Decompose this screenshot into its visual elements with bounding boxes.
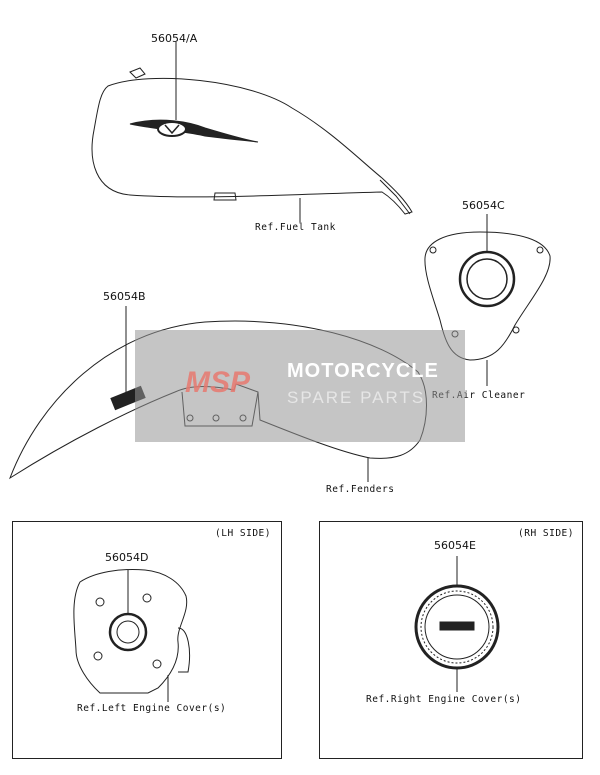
- air-cleaner-bolt-2: [536, 246, 544, 254]
- ref-left-engine-cover: Ref.Left Engine Cover(s): [77, 703, 227, 714]
- emblem-v: [164, 124, 180, 135]
- left-cover-bolt-2: [142, 593, 152, 603]
- right-cover-badge-inner: [424, 594, 490, 660]
- left-cover-bolt-4: [152, 659, 162, 669]
- emblem-wing: [129, 119, 259, 143]
- air-cleaner-bolt-4: [512, 326, 520, 334]
- part-label-56054e: 56054E: [434, 539, 476, 552]
- ref-right-engine-cover: Ref.Right Engine Cover(s): [366, 694, 522, 705]
- left-cover-side: [177, 627, 191, 673]
- ref-air-cleaner: Ref.Air Cleaner: [432, 390, 526, 401]
- fuel-tank-rear-bracket: [379, 179, 411, 215]
- left-cover-badge-inner: [116, 620, 140, 644]
- part-label-56054c: 56054C: [462, 199, 505, 212]
- watermark-logo: MSP: [185, 366, 251, 399]
- air-cleaner-bolt-1: [429, 246, 437, 254]
- lh-side-panel: (LH SIDE): [12, 521, 282, 759]
- left-cover-bolt-1: [95, 597, 105, 607]
- rh-side-panel: (RH SIDE): [319, 521, 583, 759]
- watermark-subtitle: SPARE PARTS: [287, 388, 426, 407]
- left-cover-outline: [73, 569, 188, 694]
- ref-fuel-tank: Ref.Fuel Tank: [255, 222, 336, 233]
- fuel-tank-mount: [213, 192, 237, 201]
- right-cover-badge-mid: [420, 590, 494, 664]
- air-cleaner-badge-inner: [466, 258, 508, 300]
- ref-fenders: Ref.Fenders: [326, 484, 395, 495]
- watermark-title: MOTORCYCLE: [287, 360, 439, 382]
- watermark: MSP MOTORCYCLE SPARE PARTS: [135, 330, 465, 442]
- lh-side-label: (LH SIDE): [215, 528, 271, 539]
- fuel-tank-outline: [91, 77, 413, 215]
- part-label-56054b: 56054B: [103, 290, 146, 303]
- part-label-56054d: 56054D: [105, 551, 149, 564]
- fuel-tank-cap: [129, 67, 146, 79]
- air-cleaner-outline: [424, 231, 551, 361]
- part-label-56054a: 56054/A: [151, 32, 198, 45]
- left-cover-bolt-3: [93, 651, 103, 661]
- air-cleaner-badge-outer: [458, 250, 516, 308]
- rh-side-label: (RH SIDE): [518, 528, 574, 539]
- right-cover-logo-plate: [439, 621, 475, 631]
